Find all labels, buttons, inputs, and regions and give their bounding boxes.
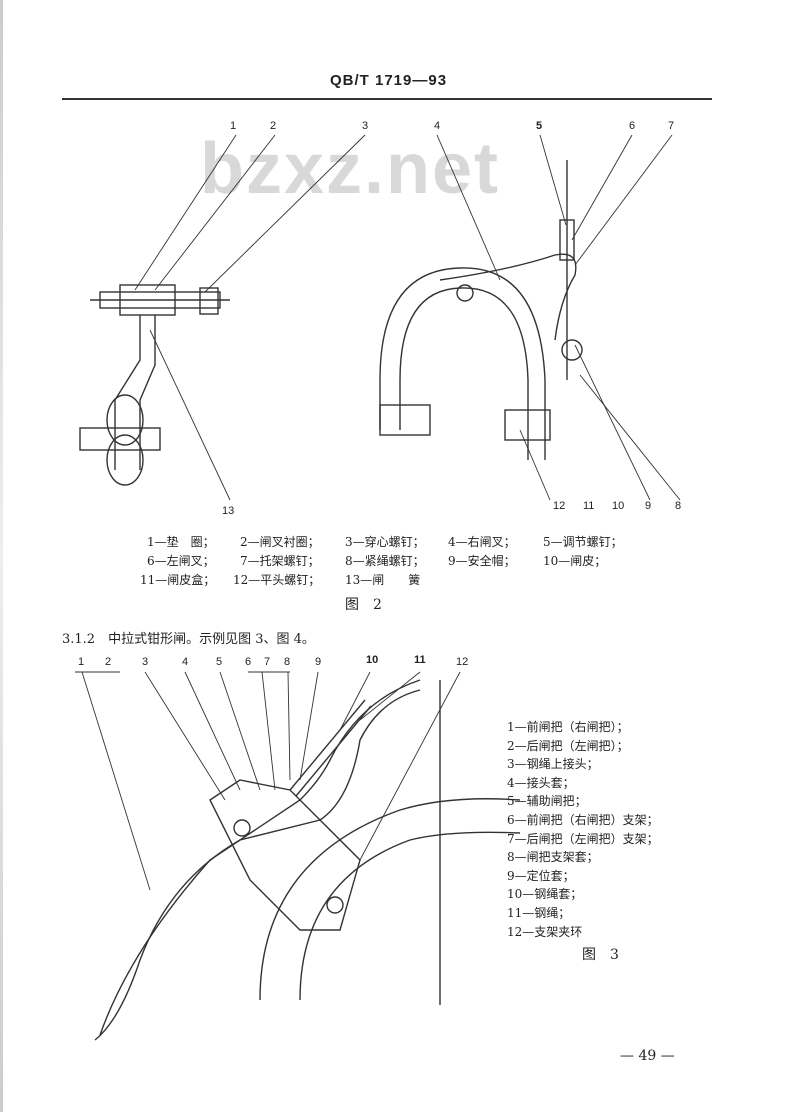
callout-5: 5 [536,120,543,132]
fig3-callout-4: 4 [182,656,189,668]
fig3-callout-7: 7 [264,656,271,668]
standard-code: QB/T 1719—93 [330,72,448,89]
figure-3-leaders [75,671,461,891]
figure-2-title: 图 2 [345,597,382,613]
scan-edge [0,0,3,1112]
fig2-legend-13: 13—闸 簧 [345,573,421,587]
section-3-1-2: 3.1.2 中拉式钳形闸。示例见图 3、图 4。 [62,632,315,647]
callout-4: 4 [434,120,441,132]
callout-2: 2 [270,120,277,132]
callout-6: 6 [629,120,636,132]
fig3-callout-3: 3 [142,656,149,668]
watermark: bzxz.net [200,129,501,209]
header-rule [62,98,712,100]
fig3-legend-item: 6—前闸把（右闸把）支架； [507,812,659,827]
fig3-legend-item: 9—定位套； [507,868,575,883]
fig3-callout-9: 9 [315,656,322,668]
callout-1: 1 [230,120,237,132]
fig3-callout-10: 10 [366,654,379,666]
fig3-legend-item: 1—前闸把（右闸把）； [507,720,629,734]
fig2-legend-5: 5—调节螺钉； [543,535,623,549]
callout-9: 9 [645,500,652,512]
fig3-legend-item: 10—钢绳套； [507,887,583,902]
left-brake-side-view [79,284,230,486]
fig2-legend-3: 3—穿心螺钉； [345,535,425,549]
fig2-legend-1: 1—垫 圈； [147,535,215,549]
page-number: — 49 — [620,1048,675,1064]
figure-3-title: 图 3 [582,947,619,963]
figure-3-legend: 1—前闸把（右闸把）； 2—后闸把（左闸把）； 3—钢绳上接头； 4—接头套； … [507,718,659,941]
callout-13: 13 [222,505,235,517]
fig2-legend-4: 4—右闸叉； [448,535,516,549]
fig2-legend-12: 12—平头螺钉； [233,573,321,587]
callout-10: 10 [612,500,625,512]
figure-3-drawing [94,679,521,1041]
fig2-legend-2: 2—闸叉衬圈； [240,535,320,549]
fig3-callout-11: 11 [414,654,426,666]
fig2-legend-8: 8—紧绳螺钉； [345,554,425,568]
fig3-legend-item: 2—后闸把（左闸把）； [507,738,629,753]
figure-2-leaders [134,134,681,501]
fig3-callout-5: 5 [216,656,223,668]
caliper-front-view [379,160,583,460]
fig2-legend-6: 6—左闸叉； [147,554,215,568]
fig3-legend-item: 3—钢绳上接头； [507,757,599,772]
fig3-callout-1: 1 [78,656,85,668]
fig3-callout-6: 6 [245,656,252,668]
callout-7: 7 [668,120,675,132]
fig3-legend-item: 7—后闸把（左闸把）支架； [507,831,659,846]
fig3-callout-2: 2 [105,656,112,668]
callout-8: 8 [675,500,682,512]
callout-3: 3 [362,120,369,132]
fig2-legend-7: 7—托架螺钉； [240,554,320,568]
fig3-legend-item: 12—支架夹环 [507,924,583,939]
fig2-legend-10: 10—闸皮； [543,554,607,568]
fig3-callout-8: 8 [284,656,291,668]
fig2-legend-11: 11—闸皮盒； [140,573,216,587]
fig3-legend-item: 4—接头套； [507,775,575,790]
fig2-legend-9: 9—安全帽； [448,554,516,568]
callout-12: 12 [553,500,566,512]
fig3-legend-item: 8—闸把支架套； [507,850,599,865]
callout-11: 11 [583,500,595,512]
fig3-legend-item: 5—辅助闸把； [507,794,587,809]
fig3-callout-12: 12 [456,656,469,668]
fig3-legend-item: 11—钢绳； [507,905,571,920]
